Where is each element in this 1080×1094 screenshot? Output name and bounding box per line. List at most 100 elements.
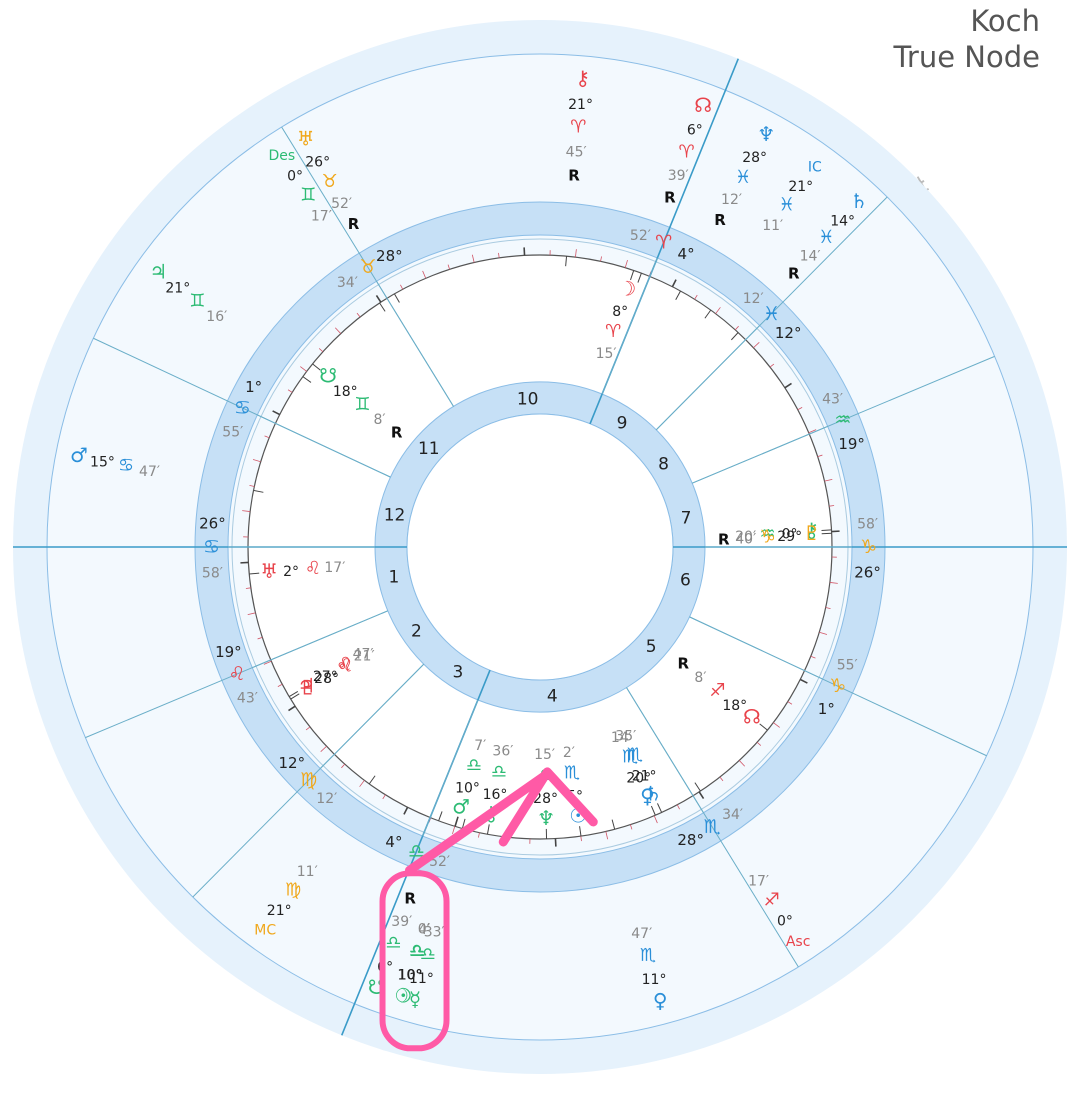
degree-tick — [341, 763, 346, 769]
planet-position-tick — [454, 816, 459, 827]
outer-planet-venus[interactable]: ♀11°♏47′ — [611, 819, 668, 1013]
degree-tick — [320, 745, 327, 753]
inner-planet-chiron2[interactable]: ⚷0°♒20′ — [735, 518, 832, 545]
jupiter-icon: ♃ — [297, 673, 315, 697]
planet-sign-glyph: ♒ — [760, 524, 776, 545]
degree-tick — [272, 410, 281, 416]
cusp-sign-glyph: ♒ — [834, 409, 851, 431]
house-number: 3 — [452, 662, 463, 682]
cusp-minute: 58′ — [857, 516, 878, 532]
planet-degree: 11° — [642, 972, 667, 988]
inner-planet-mars[interactable]: ♂10°♎7′ — [452, 738, 486, 827]
outer-planet-jupiter[interactable]: ♃21°♊16′ — [149, 260, 312, 383]
outer-planet-north-node[interactable]: ☊6°♈39′R — [637, 93, 712, 283]
house-system-label: Koch — [970, 4, 1040, 38]
degree-tick — [359, 780, 365, 787]
inner-planet-moon[interactable]: ☽8°♈15′ — [596, 270, 637, 362]
retrograde-marker: R — [718, 530, 730, 548]
degree-tick — [630, 824, 633, 830]
degree-tick — [797, 407, 803, 411]
degree-tick — [605, 831, 609, 840]
mercury-icon: ☿ — [409, 987, 421, 1011]
inner-planet-south-node[interactable]: ☋18°♊8′R — [312, 363, 403, 442]
degree-tick — [305, 726, 311, 731]
planet-minute: 12′ — [721, 192, 742, 208]
planet-position-tick — [730, 332, 739, 341]
planet-minute: 39′ — [668, 168, 689, 184]
chiron-icon: ⚷ — [804, 518, 819, 542]
house-cusp-line — [252, 610, 389, 669]
degree-tick — [471, 254, 475, 263]
planet-degree: 29° — [777, 529, 802, 545]
degree-tick — [245, 587, 251, 589]
degree-tick — [249, 485, 255, 487]
outer-planet-mars[interactable]: ♂15°♋47′ — [70, 443, 264, 493]
degree-tick — [498, 252, 500, 258]
planet-position-tick — [675, 290, 681, 301]
planet-degree: 21° — [165, 281, 190, 297]
outer-planet-neptune[interactable]: ♆28°♓12′R — [675, 122, 775, 301]
outer-planet-sun[interactable]: ☉10°♎4′ — [394, 816, 459, 1008]
inner-planet-pluto2[interactable]: ♇29°♑40′R — [718, 521, 832, 548]
planet-position-tick — [694, 782, 701, 792]
point-label: IC — [808, 160, 822, 176]
cusp-degree: 19° — [838, 435, 865, 453]
degree-tick — [422, 270, 427, 279]
inner-planet-venus[interactable]: ♀20°♏14′ — [611, 730, 656, 816]
degree-tick — [694, 294, 698, 300]
cusp-minute: 52′ — [630, 228, 651, 244]
planet-position-tick — [288, 691, 299, 698]
outer-planet-chiron[interactable]: ⚷21°♈45′R — [565, 66, 593, 267]
annotation-circle — [379, 870, 450, 1052]
planet-sign-glyph: ♉ — [322, 171, 338, 192]
degree-tick — [734, 325, 739, 331]
planet-sign-glyph: ♎ — [420, 944, 436, 965]
degree-tick — [257, 637, 263, 640]
outer-planet-moon[interactable]: ☽10°♎0′ — [394, 816, 459, 1008]
inner-planet-north-node[interactable]: ☊18°♐8′R — [678, 654, 768, 731]
inner-planet-uranus[interactable]: ♅2°♌17′ — [249, 558, 345, 583]
inner-planet-saturn[interactable]: ♄21°♏35′ — [615, 728, 662, 813]
planet-sign-glyph: ♍ — [285, 879, 301, 900]
cusp-sign-glyph: ♎ — [408, 840, 425, 862]
house-number: 10 — [517, 390, 539, 410]
degree-tick — [575, 249, 577, 258]
planet-sign-glyph: ♐ — [710, 680, 726, 701]
sun-icon: ☉ — [394, 984, 412, 1008]
outer-planet-saturn[interactable]: ♄14°♓14′R — [730, 189, 868, 341]
planet-degree: 20° — [626, 771, 651, 787]
planet-degree: 14° — [830, 213, 855, 229]
node-type-label: True Node — [893, 40, 1040, 74]
planet-degree: 21° — [788, 179, 813, 195]
cusp-degree: 1° — [245, 378, 262, 396]
planet-sign-glyph: ♊ — [354, 394, 370, 415]
planet-position-tick — [394, 293, 400, 303]
degree-tick — [715, 307, 721, 314]
outer-planet-uranus[interactable]: ♅26°♉52′R — [297, 127, 400, 303]
planet-position-tick — [438, 811, 443, 822]
inner-planet-jupiter[interactable]: ♃27°♌47′ — [288, 647, 374, 698]
inner-planet-pluto[interactable]: ♇28°♌21′ — [290, 648, 375, 700]
point-label: Des — [269, 148, 296, 164]
planet-minute: 47′ — [139, 464, 160, 480]
planet-degree: 18° — [722, 698, 747, 714]
planet-minute: 11′ — [297, 864, 318, 880]
planet-position-tick — [630, 270, 635, 281]
venus-icon: ♀ — [640, 784, 655, 808]
planet-position-tick — [249, 572, 260, 575]
planet-sign-glyph: ♑ — [760, 526, 776, 547]
planet-position-tick — [611, 819, 616, 830]
saturn-icon: ♄ — [644, 781, 662, 805]
planet-sign-glyph: ♌ — [305, 558, 321, 579]
outer-planet-mercury[interactable]: ☿11°♎33′ — [409, 818, 466, 1011]
degree-tick — [287, 389, 293, 393]
planet-sign-glyph: ♌ — [337, 656, 353, 677]
planet-minute: 52′ — [331, 196, 352, 212]
cusp-sign-glyph: ♉ — [359, 256, 376, 278]
point-label: Asc — [786, 934, 811, 950]
